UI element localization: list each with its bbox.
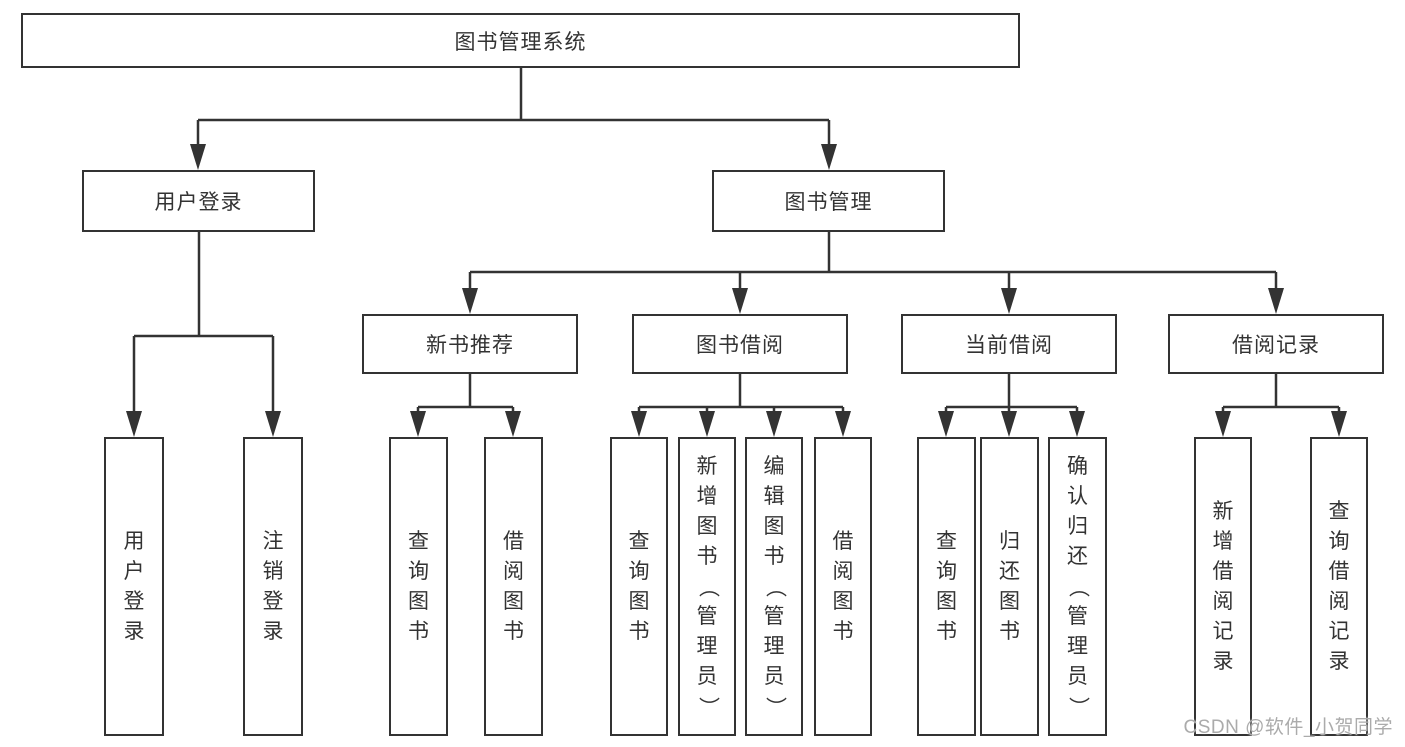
- vertical-char: 书: [763, 544, 785, 568]
- vertical-char: ）: [696, 696, 719, 717]
- node-borrowing-records: 借阅记录: [1168, 314, 1384, 374]
- vertical-char: 图: [408, 589, 429, 613]
- leaf-query-books-recommend: 查询图书: [389, 437, 448, 736]
- vertical-char: 书: [628, 619, 650, 643]
- vertical-char: 图: [503, 589, 524, 613]
- vertical-char: 图: [936, 589, 957, 613]
- vertical-char: 记: [1328, 619, 1350, 643]
- node-library-management-system: 图书管理系统: [21, 13, 1020, 68]
- vertical-char: 借: [503, 529, 524, 553]
- leaf-add-borrow-record: 新增借阅记录: [1194, 437, 1252, 736]
- leaf-confirm-return-admin: 确认归还 （ 管理员 ）: [1048, 437, 1107, 736]
- vertical-char: 辑: [763, 484, 785, 508]
- leaf-query-borrow-record: 查询借阅记录: [1310, 437, 1368, 736]
- node-label: 新书推荐: [426, 334, 514, 357]
- vertical-char: 图: [999, 589, 1020, 613]
- vertical-char: 查: [936, 529, 957, 553]
- vertical-char: 书: [408, 619, 429, 643]
- vertical-char: 图: [696, 514, 718, 538]
- node-label: 借阅记录: [1232, 334, 1320, 357]
- vertical-char: 询: [628, 559, 650, 583]
- leaf-borrow-books-recommend: 借阅图书: [484, 437, 543, 736]
- node-label: 图书管理: [784, 191, 873, 214]
- vertical-char: 录: [123, 619, 145, 643]
- vertical-char: 图: [832, 589, 854, 613]
- leaf-edit-books-admin: 编辑图书 （ 管理员 ）: [745, 437, 803, 736]
- vertical-char: 借: [832, 529, 854, 553]
- vertical-char: 还: [1067, 544, 1088, 568]
- vertical-char: 记: [1212, 619, 1234, 643]
- node-label: 当前借阅: [965, 334, 1053, 357]
- vertical-char: 户: [123, 559, 145, 583]
- vertical-char: 编: [763, 454, 785, 478]
- vertical-char: 录: [262, 619, 284, 643]
- vertical-char: 登: [123, 589, 145, 613]
- vertical-char: 管: [696, 604, 718, 628]
- vertical-char: 增: [696, 484, 718, 508]
- vertical-char: （: [1066, 576, 1090, 597]
- leaf-logout-login: 注销登录: [243, 437, 303, 736]
- vertical-char: （: [696, 576, 719, 597]
- vertical-char: 归: [1067, 514, 1088, 538]
- vertical-char: 新: [696, 454, 718, 478]
- vertical-char: 阅: [832, 559, 854, 583]
- vertical-char: 确: [1067, 454, 1088, 478]
- csdn-watermark: CSDN @软件_小贺同学: [1183, 717, 1393, 738]
- vertical-char: 员: [763, 664, 785, 688]
- vertical-char: 销: [262, 559, 284, 583]
- vertical-char: 阅: [1212, 589, 1234, 613]
- vertical-char: 书: [999, 619, 1020, 643]
- vertical-char: 书: [696, 544, 718, 568]
- vertical-char: 理: [1067, 634, 1088, 658]
- leaf-borrow-books-borrowing: 借阅图书: [814, 437, 872, 736]
- vertical-char: 询: [1328, 529, 1350, 553]
- vertical-char: 查: [408, 529, 429, 553]
- vertical-char: 录: [1212, 649, 1234, 673]
- vertical-char: 阅: [503, 559, 524, 583]
- node-user-login: 用户登录: [82, 170, 315, 232]
- vertical-char: 理: [763, 634, 785, 658]
- vertical-char: 员: [1067, 664, 1088, 688]
- vertical-char: 询: [936, 559, 957, 583]
- leaf-return-books: 归还图书: [980, 437, 1039, 736]
- vertical-char: 阅: [1328, 589, 1350, 613]
- vertical-char: 查: [1328, 499, 1350, 523]
- vertical-char: 图: [628, 589, 650, 613]
- vertical-char: 认: [1067, 484, 1088, 508]
- vertical-char: 书: [503, 619, 524, 643]
- leaf-user-login: 用户登录: [104, 437, 164, 736]
- node-label: 用户登录: [154, 191, 243, 214]
- vertical-char: （: [763, 576, 786, 597]
- leaf-add-books-admin: 新增图书 （ 管理员 ）: [678, 437, 736, 736]
- vertical-char: 书: [936, 619, 957, 643]
- vertical-char: 员: [696, 664, 718, 688]
- vertical-char: 登: [262, 589, 284, 613]
- vertical-char: 归: [999, 529, 1020, 553]
- vertical-char: 注: [262, 529, 284, 553]
- vertical-char: 录: [1328, 649, 1350, 673]
- vertical-char: 查: [628, 529, 650, 553]
- leaf-query-books-current: 查询图书: [917, 437, 976, 736]
- node-label: 图书借阅: [696, 334, 784, 357]
- vertical-char: 理: [696, 634, 718, 658]
- vertical-char: ）: [1066, 696, 1090, 717]
- vertical-char: 还: [999, 559, 1020, 583]
- leaf-query-books-borrowing: 查询图书: [610, 437, 668, 736]
- vertical-char: 管: [1067, 604, 1088, 628]
- vertical-char: ）: [763, 696, 786, 717]
- node-label: 图书管理系统: [454, 30, 587, 54]
- vertical-char: 借: [1328, 559, 1350, 583]
- node-new-book-recommendation: 新书推荐: [362, 314, 578, 374]
- vertical-char: 借: [1212, 559, 1234, 583]
- vertical-char: 用: [123, 529, 145, 553]
- vertical-char: 新: [1212, 499, 1234, 523]
- node-current-borrowing: 当前借阅: [901, 314, 1117, 374]
- vertical-char: 管: [763, 604, 785, 628]
- vertical-char: 询: [408, 559, 429, 583]
- node-book-management: 图书管理: [712, 170, 945, 232]
- vertical-char: 图: [763, 514, 785, 538]
- vertical-char: 书: [832, 619, 854, 643]
- vertical-char: 增: [1212, 529, 1234, 553]
- node-book-borrowing: 图书借阅: [632, 314, 848, 374]
